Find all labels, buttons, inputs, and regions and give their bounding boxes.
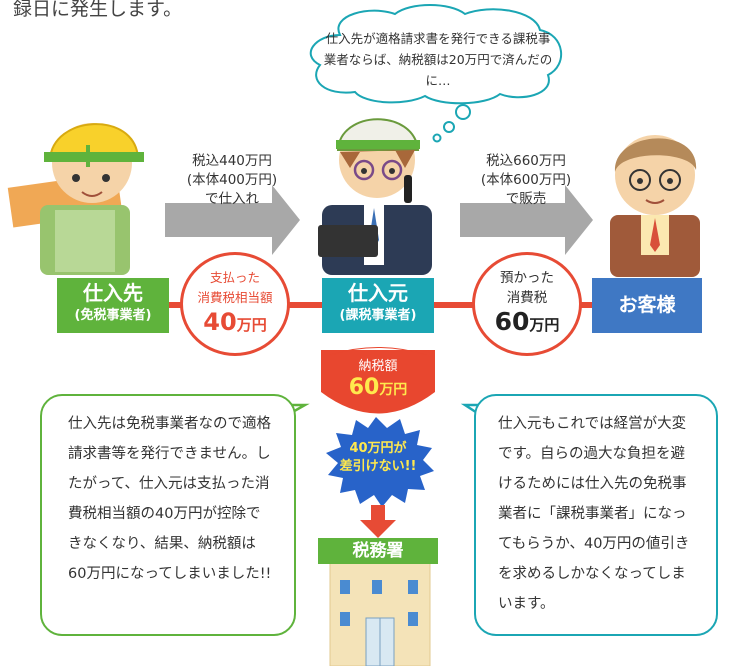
tax-unit: 万円	[379, 382, 408, 398]
tax-amount: 60	[348, 375, 380, 400]
burst-text: 40万円が 差引けない!!	[326, 440, 430, 476]
supplier-title: 仕入先	[83, 281, 143, 305]
buyer-title: 仕入元	[348, 281, 408, 305]
tax-office-plate	[318, 538, 438, 564]
buyer-subtitle: (課税事業者)	[339, 308, 417, 323]
paid-tax-unit: 万円	[236, 316, 267, 334]
thought-cloud	[309, 4, 563, 143]
burst-shape	[326, 417, 434, 507]
purchase-base: (本体400万円)	[186, 172, 278, 188]
customer-plate	[592, 278, 702, 333]
received-tax-circle: 預かった 消費税 60万円	[472, 252, 582, 356]
purchase-action: で仕入れ	[205, 191, 259, 207]
tax-arrow-shape	[321, 350, 435, 414]
right-explanation-text: 仕入元もこれでは経営が大変です。自らの過大な負担を避けるためには仕入先の免税事業…	[498, 416, 690, 612]
paid-tax-line2: 消費税相当額	[197, 290, 273, 305]
paid-tax-line1: 支払った	[209, 270, 260, 285]
tax-label: 納税額	[358, 359, 398, 374]
supplier-label: 仕入先 (免税事業者)	[57, 280, 169, 326]
received-tax-unit: 万円	[529, 316, 560, 334]
sale-price: 税込660万円	[486, 153, 566, 169]
arrow-supplier-to-buyer	[165, 185, 300, 255]
left-explanation-text: 仕入先は免税事業者なので適格請求書等を発行できません。したがって、仕入元は支払っ…	[68, 416, 272, 582]
received-tax-amount: 60	[494, 307, 530, 336]
customer-figure	[610, 135, 700, 277]
tax-office-label: 税務署	[352, 541, 404, 561]
tax-office-building	[329, 559, 431, 666]
tax-amount-label: 納税額 60万円	[321, 358, 435, 402]
supplier-plate	[57, 278, 169, 333]
customer-title: お客様	[618, 294, 676, 316]
sale-action: で販売	[505, 191, 547, 207]
sale-base: (本体600万円)	[480, 172, 572, 188]
received-tax-line2: 消費税	[506, 290, 548, 306]
supplier-figure	[7, 123, 144, 275]
intro-text: 録日に発生します。	[13, 0, 183, 20]
arrow-buyer-to-customer	[460, 185, 593, 255]
buyer-figure	[318, 118, 432, 275]
paid-tax-amount: 40	[203, 308, 237, 336]
burst-line1: 40万円が	[349, 441, 407, 456]
right-explanation-bubble: 仕入元もこれでは経営が大変です。自らの過大な負担を避けるためには仕入先の免税事業…	[474, 394, 718, 636]
buyer-label: 仕入元 (課税事業者)	[322, 280, 434, 326]
left-explanation-bubble: 仕入先は免税事業者なので適格請求書等を発行できません。したがって、仕入元は支払っ…	[40, 394, 296, 636]
paid-tax-circle: 支払った 消費税相当額 40万円	[180, 252, 290, 356]
supplier-subtitle: (免税事業者)	[74, 308, 152, 323]
buyer-plate	[322, 278, 434, 333]
arrow-label-purchase: 税込440万円 (本体400万円) で仕入れ	[168, 152, 296, 209]
arrow-label-sale: 税込660万円 (本体600万円) で販売	[462, 152, 590, 209]
thought-text: 仕入先が適格請求書を発行できる課税事業者ならば、納税額は20万円で済んだのに…	[323, 31, 553, 88]
purchase-price: 税込440万円	[192, 153, 272, 169]
burst-line2: 差引けない!!	[339, 459, 417, 474]
received-tax-line1: 預かった	[500, 270, 554, 286]
